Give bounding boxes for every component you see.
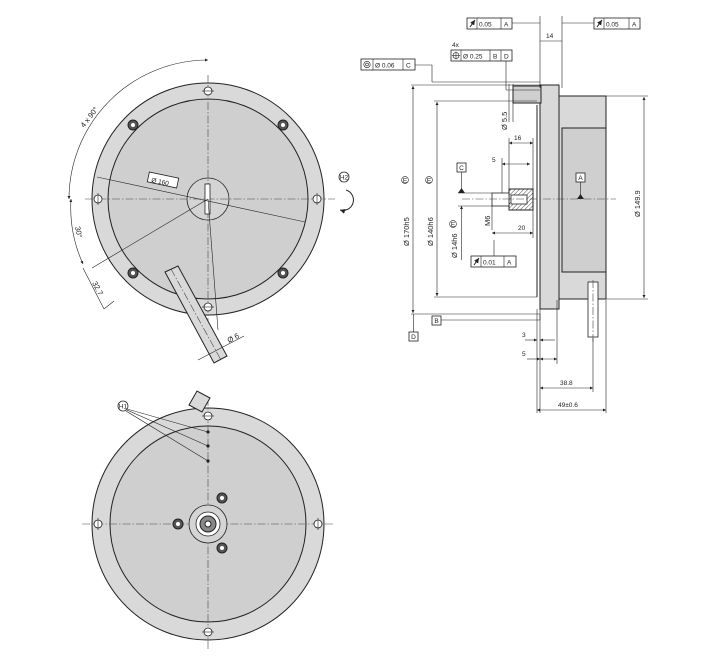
angle-label: 30° bbox=[73, 226, 84, 239]
svg-text:D: D bbox=[411, 334, 416, 341]
svg-text:C: C bbox=[406, 63, 411, 70]
svg-text:H1: H1 bbox=[119, 404, 128, 411]
svg-text:D: D bbox=[504, 54, 509, 61]
dim-m6: M6 bbox=[483, 216, 492, 226]
svg-text:0.05: 0.05 bbox=[479, 22, 492, 29]
svg-text:B: B bbox=[434, 318, 438, 325]
dim-14: 14 bbox=[546, 33, 554, 40]
svg-text:A: A bbox=[504, 22, 509, 29]
h1-marker: H1 bbox=[117, 400, 209, 462]
dim-20: 20 bbox=[518, 225, 526, 232]
side-view: A 0.05 A 0.05 A 14 bbox=[360, 16, 648, 413]
svg-text:0.01: 0.01 bbox=[483, 260, 496, 267]
dim-38-8: 38.8 bbox=[560, 380, 573, 387]
concentricity-tolerance: Ø 0.06 C bbox=[360, 58, 540, 83]
dim-149-9: Ø 149.9 bbox=[633, 190, 642, 217]
dim-5-bottom: 5 bbox=[522, 351, 526, 358]
svg-text:A: A bbox=[632, 22, 637, 29]
dim-170: Ø 170h5 bbox=[402, 217, 411, 246]
svg-text:A: A bbox=[578, 175, 583, 182]
svg-text:0.05: 0.05 bbox=[606, 22, 619, 29]
hole-angle-label: 4 x 90° bbox=[78, 105, 100, 129]
dim-5-top: 5 bbox=[492, 157, 496, 164]
flange-plate bbox=[539, 84, 560, 310]
svg-text:H2: H2 bbox=[340, 175, 349, 182]
runout-right-frame: 0.05 A bbox=[561, 16, 641, 88]
cable-exit: Ø 6 bbox=[164, 265, 245, 364]
dim-3: 3 bbox=[522, 332, 526, 339]
center-bore-callout: Ø 160 bbox=[146, 171, 180, 189]
cable-dia-label: Ø 6 bbox=[226, 331, 241, 345]
dim-49: 49±0.6 bbox=[558, 402, 578, 409]
runout-left-frame: 0.05 A bbox=[466, 16, 541, 88]
dim-5-5: Ø 5.5 bbox=[500, 112, 509, 130]
svg-text:A: A bbox=[507, 260, 512, 267]
dim-14h6: Ø 14h6 bbox=[450, 233, 459, 258]
svg-text:E: E bbox=[403, 177, 408, 184]
svg-text:Ø 160: Ø 160 bbox=[151, 177, 170, 188]
runout-shaft-frame: 0.01 A bbox=[470, 240, 517, 268]
svg-text:B: B bbox=[493, 54, 497, 61]
offset-label: 32.7 bbox=[90, 280, 105, 297]
h2-marker: H2 bbox=[338, 171, 354, 214]
dim-16: 16 bbox=[514, 135, 522, 142]
svg-text:Ø 0.25: Ø 0.25 bbox=[463, 54, 483, 61]
svg-text:E: E bbox=[451, 221, 456, 228]
svg-text:C: C bbox=[459, 165, 464, 172]
front-view: Ø 6 4 x 90° 30° 32.7 Ø 160 H2 bbox=[67, 58, 354, 364]
svg-text:E: E bbox=[427, 177, 432, 184]
position-tolerance: 4x Ø 0.25 B D bbox=[450, 42, 540, 91]
svg-text:4x: 4x bbox=[452, 42, 460, 49]
dim-140: Ø 140h6 bbox=[426, 217, 435, 246]
rear-view: H1 bbox=[82, 390, 334, 650]
svg-text:Ø 0.06: Ø 0.06 bbox=[375, 63, 395, 70]
